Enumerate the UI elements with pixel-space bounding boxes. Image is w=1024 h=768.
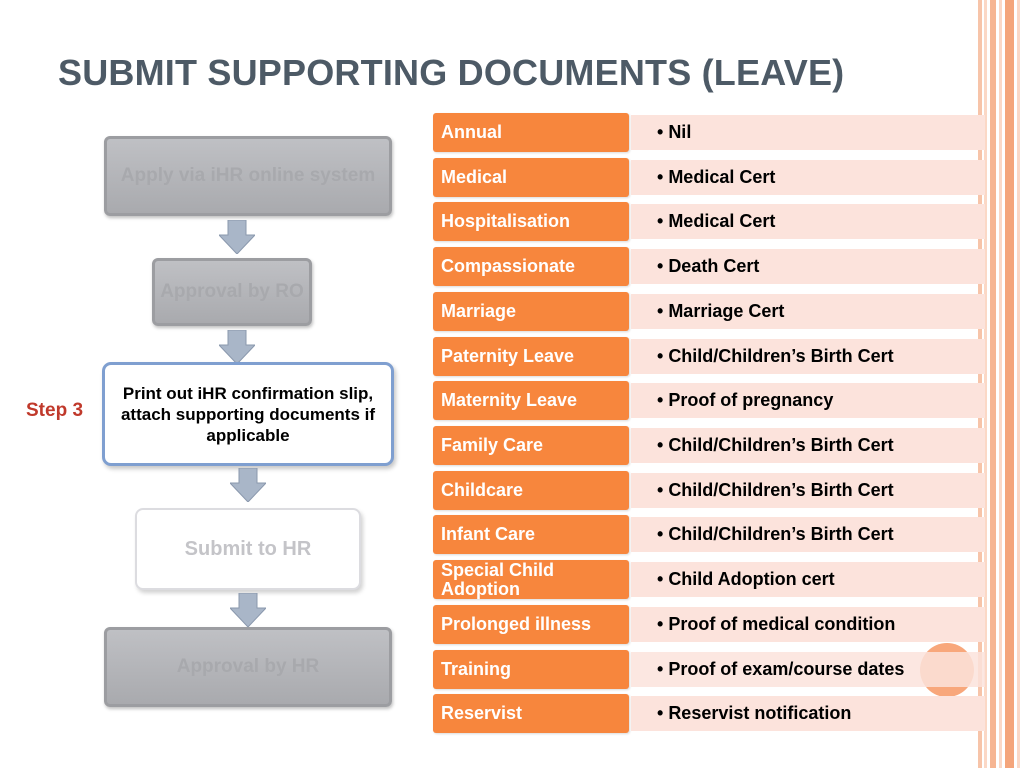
supporting-document: •Proof of medical condition	[631, 607, 985, 642]
bullet-icon: •	[657, 211, 664, 231]
flow-step-approval-ro-label: Approval by RO	[160, 281, 304, 302]
supporting-document: •Medical Cert	[631, 160, 985, 195]
supporting-document: •Child Adoption cert	[631, 562, 985, 597]
bullet-icon: •	[657, 480, 664, 500]
supporting-document-text: Child/Children’s Birth Cert	[668, 346, 894, 366]
flow-step-submit-label: Submit to HR	[184, 537, 312, 560]
supporting-document: •Child/Children’s Birth Cert	[631, 517, 985, 552]
leave-category: Reservist	[433, 694, 629, 733]
table-row: Family Care •Child/Children’s Birth Cert	[433, 426, 985, 465]
supporting-document-text: Child Adoption cert	[668, 569, 835, 589]
supporting-document-text: Nil	[668, 122, 692, 142]
flow-step-approval-hr-label: Approval by HR	[176, 656, 320, 677]
table-row: Annual •Nil	[433, 113, 985, 152]
bullet-icon: •	[657, 256, 664, 276]
supporting-document-text: Medical Cert	[668, 211, 776, 231]
leave-category: Prolonged illness	[433, 605, 629, 644]
flow-step-submit: Submit to HR	[135, 508, 361, 590]
supporting-document-text: Proof of pregnancy	[668, 390, 834, 410]
table-row: Reservist •Reservist notification	[433, 694, 985, 733]
down-arrow-icon	[219, 330, 255, 364]
leave-category: Family Care	[433, 426, 629, 465]
table-row: Special Child Adoption •Child Adoption c…	[433, 560, 985, 599]
supporting-document: •Proof of pregnancy	[631, 383, 985, 418]
supporting-document-text: Child/Children’s Birth Cert	[668, 480, 894, 500]
bullet-icon: •	[657, 167, 664, 187]
flow-step-print: Print out iHR confirmation slip, attach …	[102, 362, 394, 466]
table-row: Compassionate •Death Cert	[433, 247, 985, 286]
bullet-icon: •	[657, 569, 664, 589]
leave-category: Training	[433, 650, 629, 689]
table-row: Paternity Leave •Child/Children’s Birth …	[433, 337, 985, 376]
supporting-document: •Child/Children’s Birth Cert	[631, 473, 985, 508]
table-row: Infant Care •Child/Children’s Birth Cert	[433, 515, 985, 554]
down-arrow-icon	[230, 593, 266, 627]
bullet-icon: •	[657, 390, 664, 410]
step-label: Step 3	[26, 400, 84, 421]
leave-category: Special Child Adoption	[433, 560, 629, 599]
bullet-icon: •	[657, 703, 664, 723]
flow-step-print-label: Print out iHR confirmation slip, attach …	[120, 383, 376, 445]
supporting-document: •Reservist notification	[631, 696, 985, 731]
leave-category: Infant Care	[433, 515, 629, 554]
table-row: Hospitalisation •Medical Cert	[433, 202, 985, 241]
bullet-icon: •	[657, 122, 664, 142]
supporting-document: •Medical Cert	[631, 204, 985, 239]
table-row: Marriage •Marriage Cert	[433, 292, 985, 331]
down-arrow-icon	[230, 468, 266, 502]
leave-category: Paternity Leave	[433, 337, 629, 376]
supporting-document: •Nil	[631, 115, 985, 150]
slide-title: SUBMIT SUPPORTING DOCUMENTS (LEAVE)	[58, 52, 845, 93]
table-row: Childcare •Child/Children’s Birth Cert	[433, 471, 985, 510]
supporting-document: •Proof of exam/course dates	[631, 652, 985, 687]
down-arrow-icon	[219, 220, 255, 254]
bullet-icon: •	[657, 614, 664, 634]
table-row: Maternity Leave •Proof of pregnancy	[433, 381, 985, 420]
supporting-document-text: Medical Cert	[668, 167, 776, 187]
table-row: Medical •Medical Cert	[433, 158, 985, 197]
bullet-icon: •	[657, 301, 664, 321]
supporting-document-text: Child/Children’s Birth Cert	[668, 435, 894, 455]
supporting-document-text: Proof of exam/course dates	[668, 659, 905, 679]
supporting-document-text: Child/Children’s Birth Cert	[668, 524, 894, 544]
supporting-document: •Death Cert	[631, 249, 985, 284]
leave-category: Medical	[433, 158, 629, 197]
bullet-icon: •	[657, 659, 664, 679]
supporting-document: •Marriage Cert	[631, 294, 985, 329]
supporting-document-text: Proof of medical condition	[668, 614, 896, 634]
leave-category: Marriage	[433, 292, 629, 331]
bullet-icon: •	[657, 346, 664, 366]
leave-category: Maternity Leave	[433, 381, 629, 420]
bullet-icon: •	[657, 524, 664, 544]
flow-step-approval-ro: Approval by RO	[152, 258, 312, 326]
leave-category: Compassionate	[433, 247, 629, 286]
flow-step-apply-label: Apply via iHR online system	[120, 165, 376, 186]
table-row: Training •Proof of exam/course dates	[433, 650, 985, 689]
leave-category: Annual	[433, 113, 629, 152]
bullet-icon: •	[657, 435, 664, 455]
table-row: Prolonged illness •Proof of medical cond…	[433, 605, 985, 644]
leave-category: Hospitalisation	[433, 202, 629, 241]
supporting-document: •Child/Children’s Birth Cert	[631, 428, 985, 463]
flow-step-approval-hr: Approval by HR	[104, 627, 392, 707]
supporting-document: •Child/Children’s Birth Cert	[631, 339, 985, 374]
supporting-document-text: Reservist notification	[668, 703, 852, 723]
supporting-document-text: Marriage Cert	[668, 301, 785, 321]
flow-step-apply: Apply via iHR online system	[104, 136, 392, 216]
supporting-document-text: Death Cert	[668, 256, 760, 276]
leave-category: Childcare	[433, 471, 629, 510]
